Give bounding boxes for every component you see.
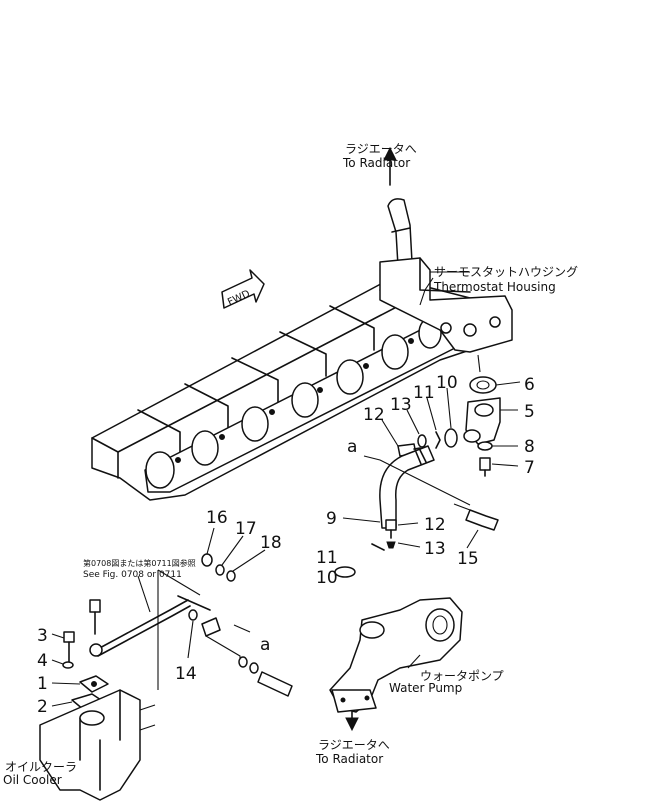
to-radiator-bottom-en: To Radiator — [315, 752, 383, 766]
thermostat-housing-en: Thermostat Housing — [433, 280, 556, 294]
water-pipe — [363, 445, 471, 529]
tube-assembly — [62, 553, 293, 711]
callout-5: 5 — [524, 402, 535, 422]
bolt-15 — [453, 503, 499, 531]
water-pump-en: Water Pump — [389, 681, 462, 695]
callout-14: 14 — [175, 664, 197, 684]
pipe-upper-fittings — [397, 428, 458, 457]
to-radiator-top-jp: ラジエータへ — [345, 142, 417, 156]
outlet-elbow-parts — [463, 376, 501, 477]
callout-17: 17 — [235, 519, 257, 539]
callout-6: 6 — [524, 375, 535, 395]
callout-1: 1 — [37, 674, 48, 694]
callout-10-lower: 10 — [316, 568, 338, 588]
thermostat-housing — [379, 257, 513, 373]
see-fig-jp: 第0708図または第0711図参照 — [83, 558, 196, 568]
fwd-arrow: FWD — [221, 269, 265, 309]
see-fig-en: See Fig. 0708 or 0711 — [83, 570, 182, 580]
upper-radiator-hose — [383, 146, 413, 267]
callout-4: 4 — [37, 651, 48, 671]
oil-cooler-jp: オイルクーラ — [5, 760, 77, 774]
text-labels: ラジエータへ To Radiator サーモスタットハウジング Thermost… — [3, 142, 578, 787]
callout-18: 18 — [260, 533, 282, 553]
callout-9: 9 — [326, 509, 337, 529]
callout-3: 3 — [37, 626, 48, 646]
ref-a-upper: a — [347, 437, 357, 457]
to-radiator-bottom-jp: ラジエータへ — [318, 738, 390, 752]
callout-2: 2 — [37, 697, 48, 717]
oil-cooler — [39, 689, 156, 801]
water-pump — [329, 566, 463, 732]
callout-15: 15 — [457, 549, 479, 569]
thermostat-housing-jp: サーモスタットハウジング — [434, 265, 578, 279]
callout-16: 16 — [206, 508, 228, 528]
water-pump-jp: ウォータポンプ — [420, 669, 504, 683]
callout-11-upper: 11 — [413, 383, 435, 403]
callout-7: 7 — [524, 458, 535, 478]
leader-lines — [51, 277, 521, 707]
oil-cooler-en: Oil Cooler — [3, 773, 62, 787]
callout-13-lower: 13 — [424, 539, 446, 559]
ref-a-lower: a — [260, 635, 270, 655]
callout-13-upper: 13 — [390, 395, 412, 415]
callout-11-lower: 11 — [316, 548, 338, 568]
pipe-lower-fittings — [371, 519, 397, 551]
callout-8: 8 — [524, 437, 535, 457]
callout-numbers: 6 5 8 7 12 13 11 10 9 12 13 15 11 10 16 … — [37, 373, 535, 717]
callout-12-upper: 12 — [363, 405, 385, 425]
callout-12-lower: 12 — [424, 515, 446, 535]
to-radiator-top-en: To Radiator — [342, 156, 410, 170]
callout-10-upper: 10 — [436, 373, 458, 393]
